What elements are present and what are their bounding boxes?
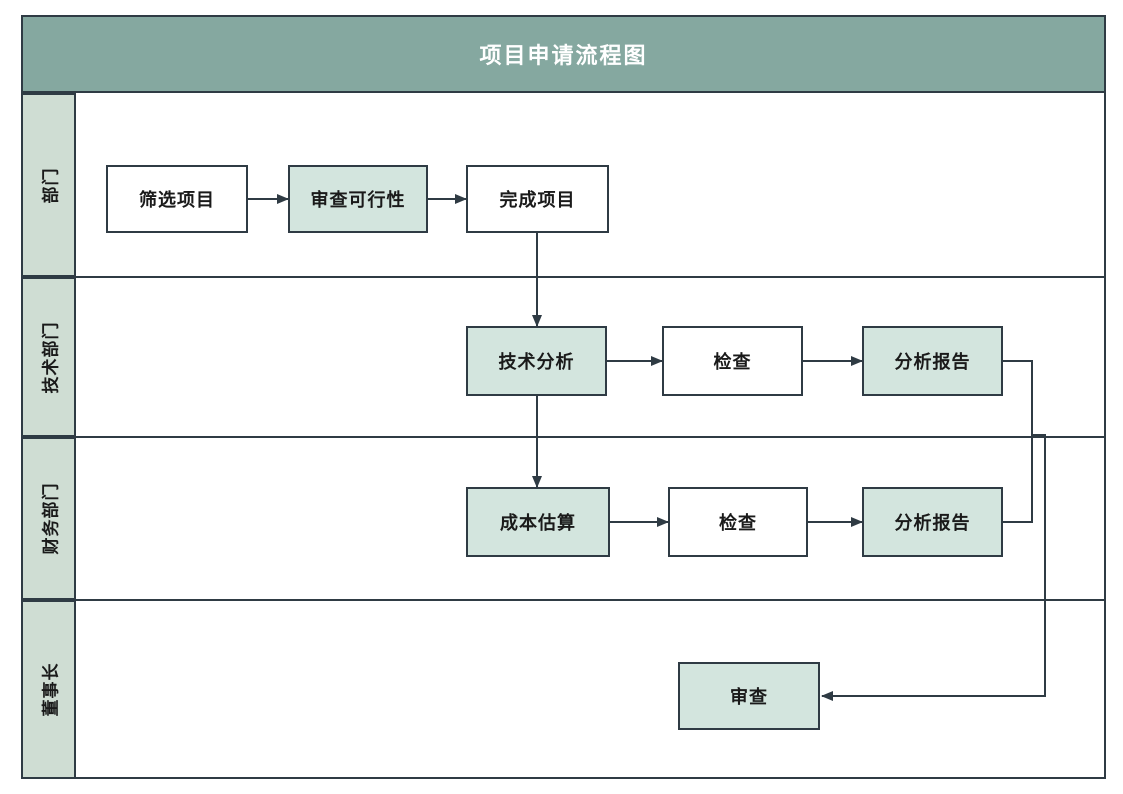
lane-label-chairman: 董事长 — [21, 600, 76, 779]
node-finance-check: 检查 — [668, 487, 808, 557]
lane-label-finance-department: 财务部门 — [21, 437, 76, 600]
node-cost-estimate: 成本估算 — [466, 487, 610, 557]
lane-label-technical-department-text: 技术部门 — [41, 321, 60, 393]
node-tech-report-label: 分析报告 — [894, 352, 971, 372]
node-cost-estimate-label: 成本估算 — [500, 513, 576, 533]
node-complete-project: 完成项目 — [466, 165, 609, 233]
lane-divider-3 — [21, 599, 1106, 601]
node-complete-project-label: 完成项目 — [499, 190, 576, 210]
diagram-title: 项目申请流程图 — [479, 43, 648, 68]
node-finance-report-label: 分析报告 — [894, 513, 971, 533]
node-tech-report: 分析报告 — [862, 326, 1003, 396]
node-finance-check-label: 检查 — [719, 513, 757, 533]
node-tech-check-label: 检查 — [713, 352, 752, 372]
node-screen-project: 筛选项目 — [106, 165, 248, 233]
lane-label-department-text: 部门 — [41, 167, 60, 203]
lane-label-chairman-text: 董事长 — [41, 662, 60, 717]
node-finance-report: 分析报告 — [862, 487, 1003, 557]
node-technical-analysis-label: 技术分析 — [498, 352, 575, 372]
lane-label-technical-department: 技术部门 — [21, 277, 76, 437]
diagram-frame — [21, 15, 1106, 779]
node-technical-analysis: 技术分析 — [466, 326, 607, 396]
lane-label-finance-department-text: 财务部门 — [41, 482, 60, 555]
node-review-feasibility-label: 审查可行性 — [310, 190, 406, 210]
lane-divider-2 — [21, 436, 1106, 438]
lane-divider-1 — [21, 276, 1106, 278]
node-final-review-label: 审查 — [730, 687, 768, 707]
node-screen-project-label: 筛选项目 — [139, 190, 215, 210]
diagram-title-bar: 项目申请流程图 — [21, 15, 1106, 93]
lane-label-department: 部门 — [21, 93, 76, 277]
node-tech-check: 检查 — [662, 326, 803, 396]
node-final-review: 审查 — [678, 662, 820, 730]
node-review-feasibility: 审查可行性 — [288, 165, 428, 233]
